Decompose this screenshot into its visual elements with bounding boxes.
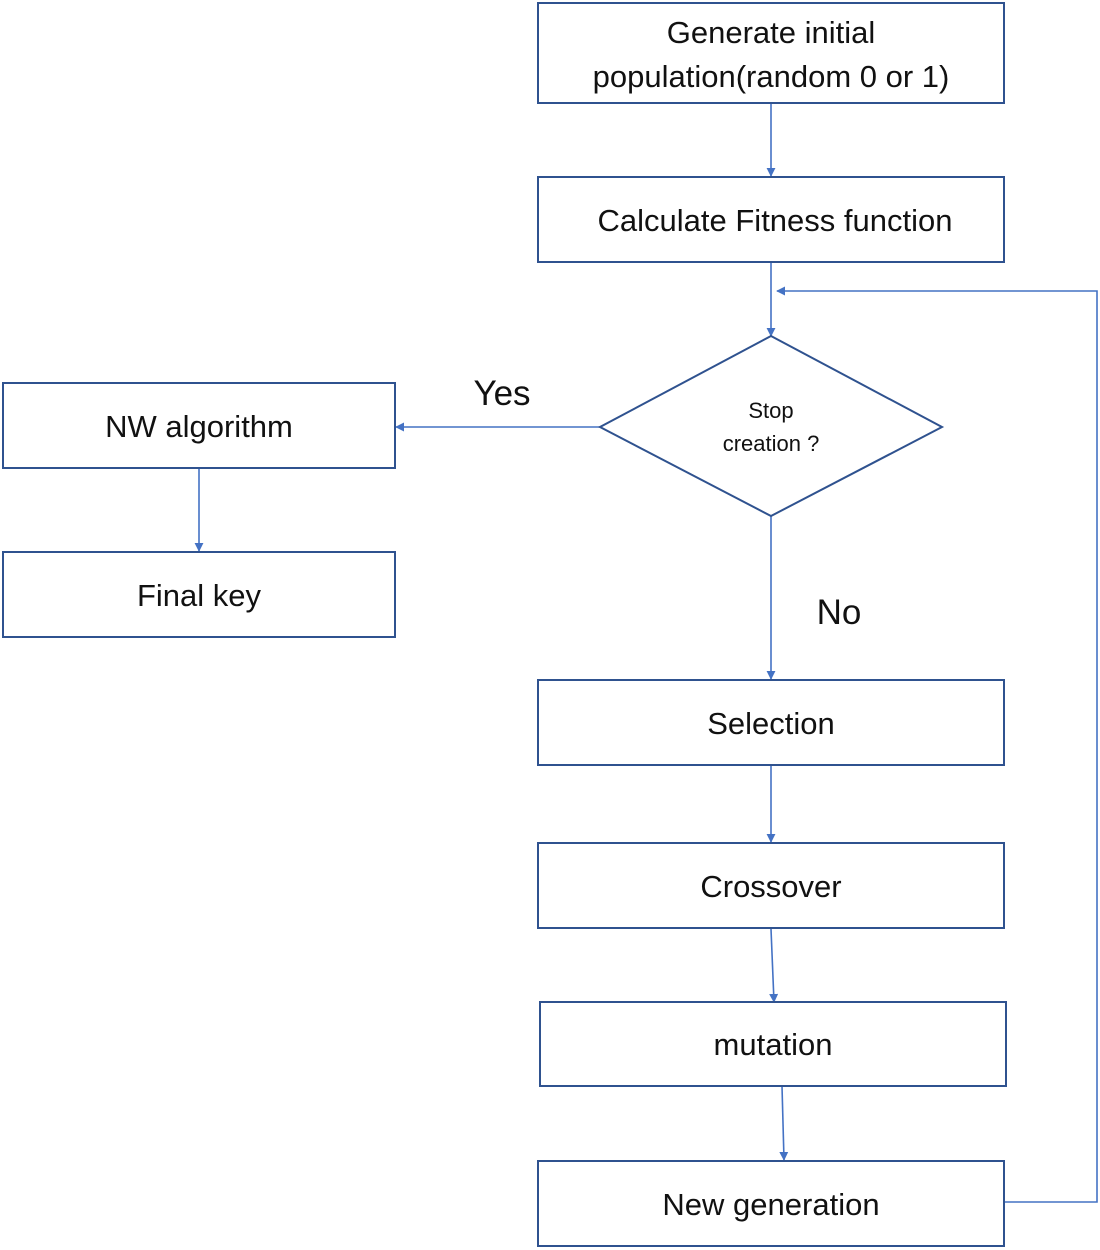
nw-algorithm-box — [2, 382, 396, 469]
fitness-function-box — [537, 176, 1005, 263]
generate-label-line2: population(random 0 or 1) — [593, 59, 950, 94]
arrow-crossover-to-mutation — [769, 928, 779, 1003]
mutation-label: mutation — [714, 1027, 833, 1062]
final-key-label: Final key — [137, 578, 262, 613]
mutation-box — [539, 1001, 1007, 1087]
labels: Generate initial population(random 0 or … — [105, 15, 952, 1222]
arrow-mutation-to-new-generation — [779, 1085, 789, 1161]
nw-algorithm-label: NW algorithm — [105, 409, 293, 444]
new-generation-label: New generation — [662, 1187, 879, 1222]
shapes — [2, 2, 1007, 1247]
selection-label: Selection — [707, 706, 835, 741]
generate-label-line1: Generate initial — [667, 15, 876, 50]
decision-label-line2: creation ? — [723, 431, 820, 456]
final-key-box — [2, 551, 396, 638]
generate-population-box — [537, 2, 1005, 104]
crossover-label: Crossover — [700, 869, 841, 904]
fitness-label: Calculate Fitness function — [598, 203, 953, 238]
crossover-box — [537, 842, 1005, 929]
stop-creation-decision — [597, 334, 945, 518]
connectors — [194, 104, 1098, 1203]
decision-label-line1: Stop — [748, 398, 793, 423]
arrow-loop-back-to-decision — [776, 286, 1098, 1203]
yes-edge-label: Yes — [473, 374, 530, 413]
selection-box — [537, 679, 1005, 766]
new-generation-box — [537, 1160, 1005, 1247]
no-edge-label: No — [817, 593, 862, 632]
